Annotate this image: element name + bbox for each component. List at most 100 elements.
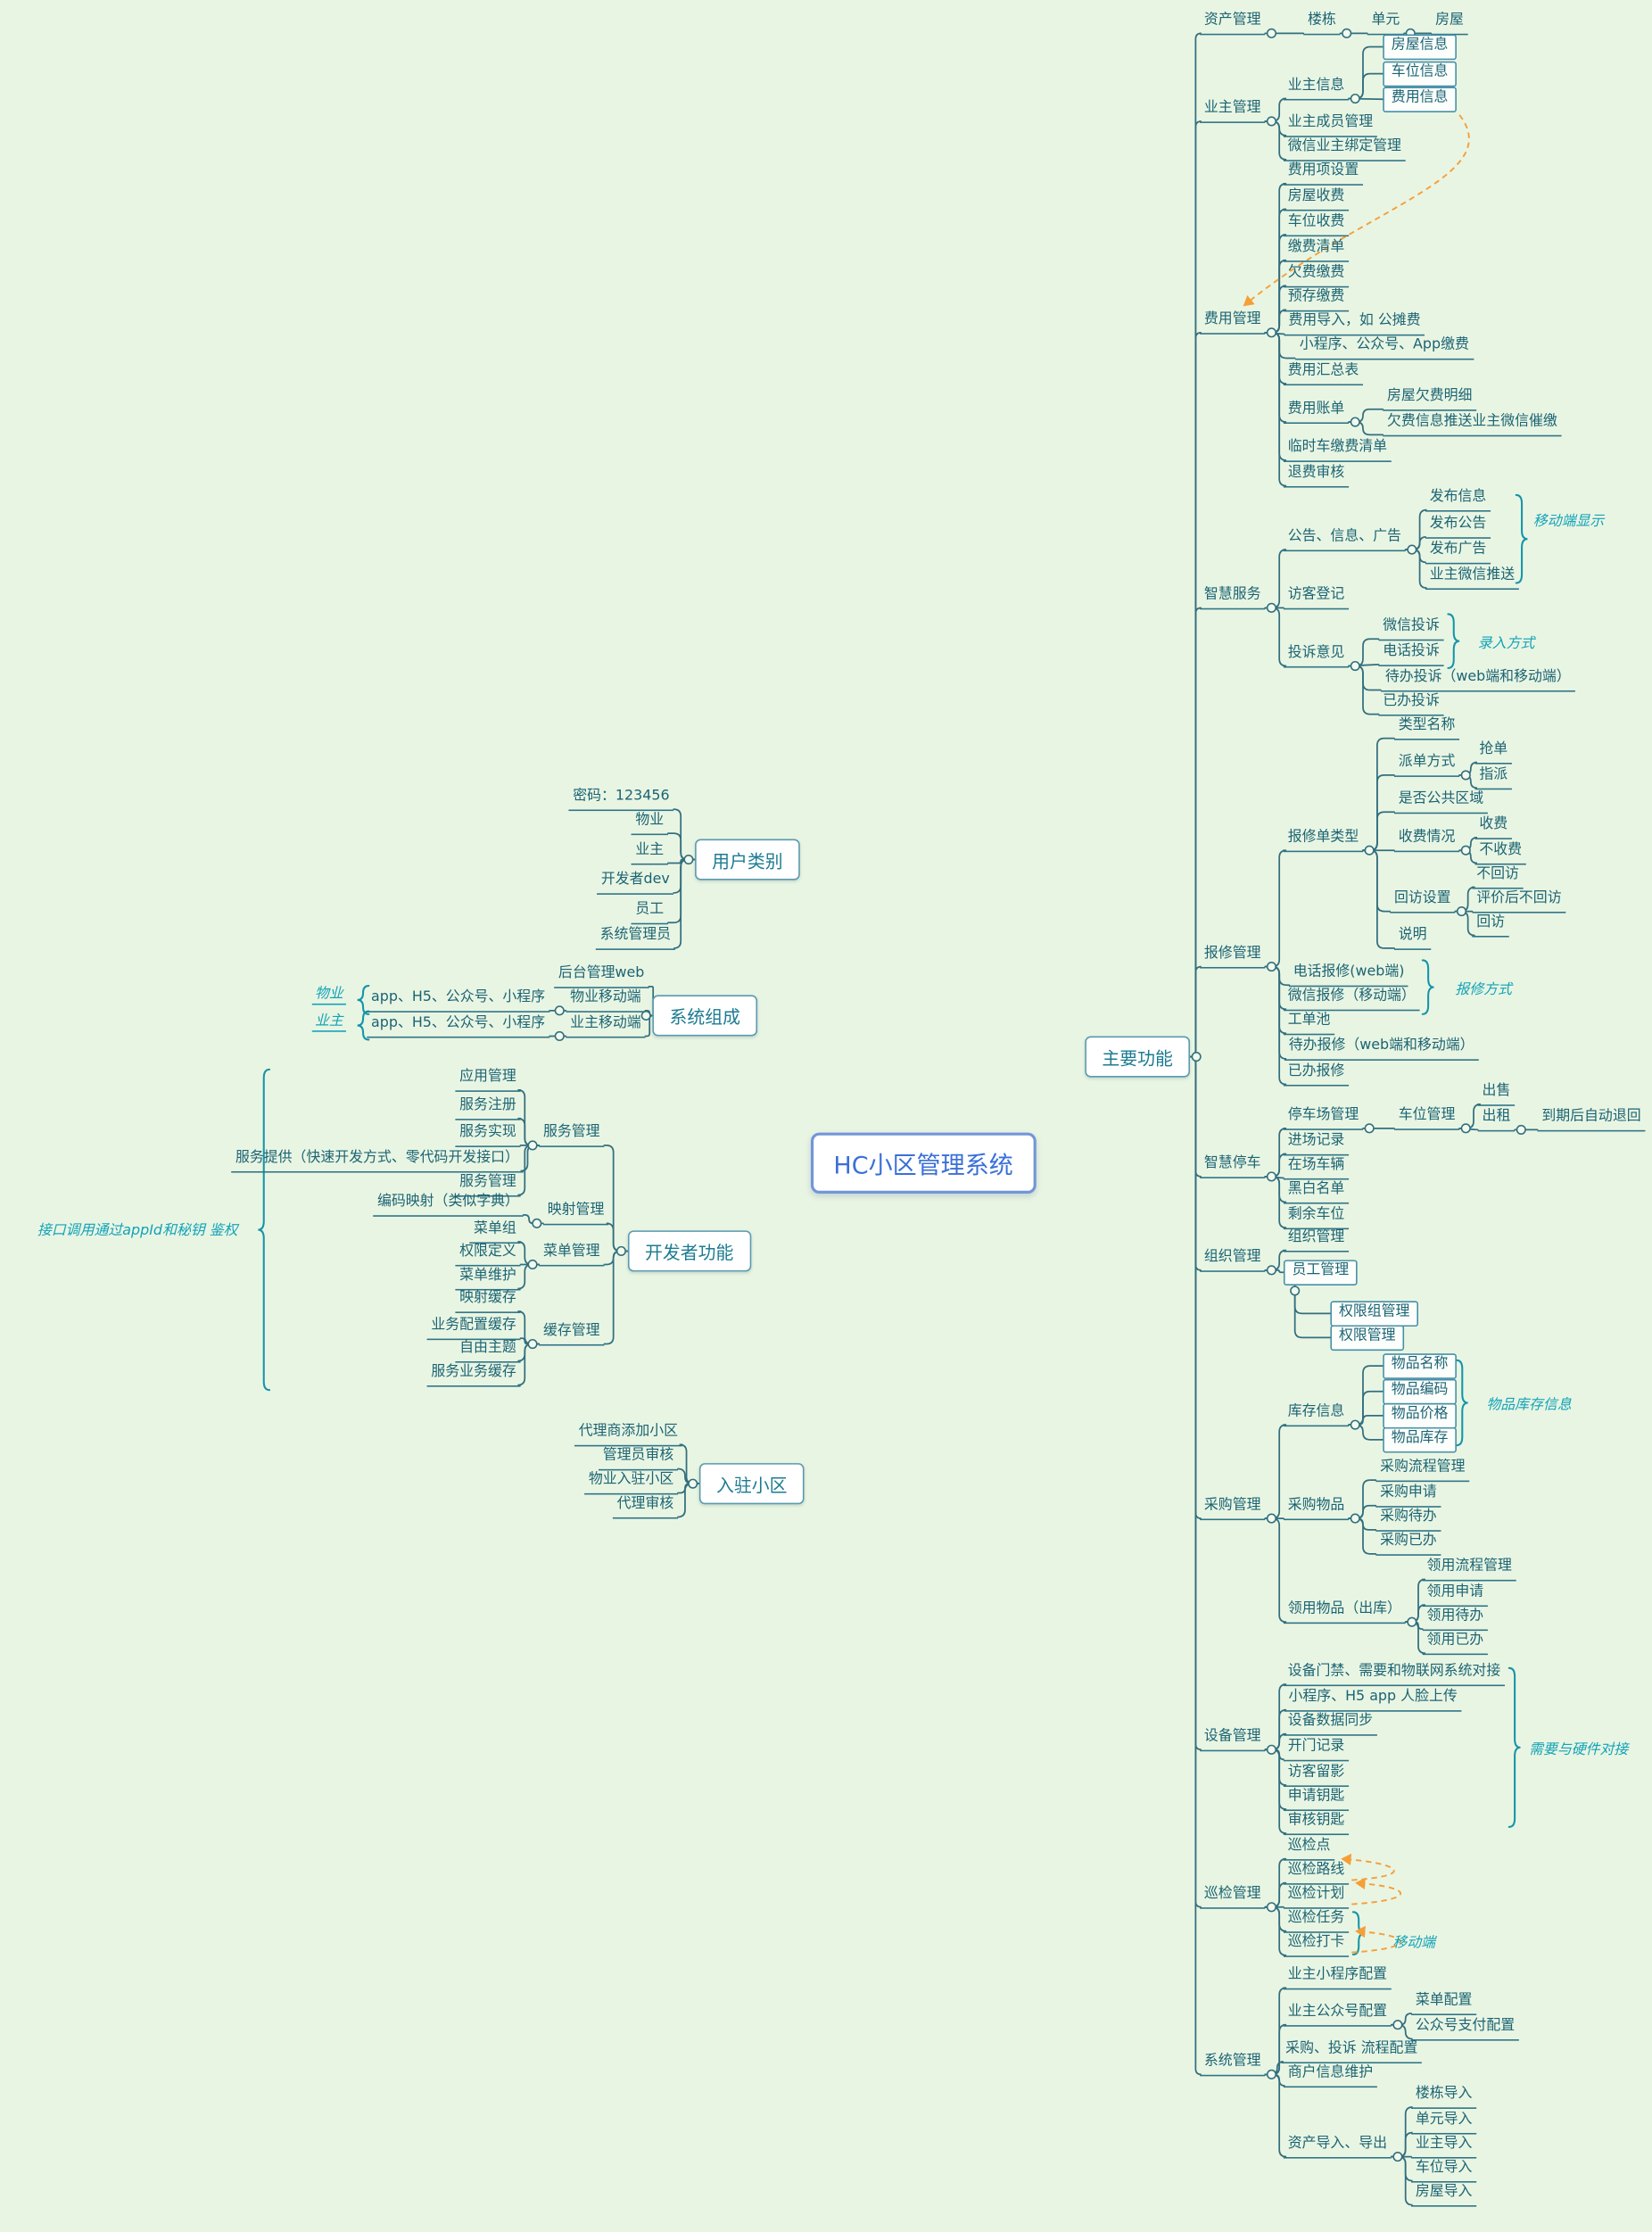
node-rdone[interactable]: 领用已办 [1422,1631,1488,1655]
node-complaint[interactable]: 投诉意见 [1283,643,1350,667]
node-svcbizcache[interactable]: 服务业务缓存 [426,1363,521,1386]
node-wxrepair[interactable]: 微信报修（移动端） [1283,987,1420,1011]
node-wechatbind[interactable]: 微信业主绑定管理 [1283,137,1406,161]
node-entryrec[interactable]: 进场记录 [1283,1131,1350,1155]
node-bimport[interactable]: 楼栋导入 [1411,2085,1477,2109]
node-settle[interactable]: 入驻小区 [698,1463,805,1505]
node-codemap[interactable]: 编码映射（类似字典） [373,1193,524,1217]
node-paylist[interactable]: 缴费清单 [1283,238,1350,261]
node-repair[interactable]: 报修管理 [1200,945,1266,968]
node-visitorphoto[interactable]: 访客留影 [1283,1763,1350,1787]
node-svcmgmt2[interactable]: 服务管理 [455,1173,521,1196]
node-instask[interactable]: 巡检任务 [1283,1909,1350,1932]
node-assign[interactable]: 指派 [1474,765,1512,789]
node-ownermember[interactable]: 业主成员管理 [1283,113,1377,137]
node-insplan[interactable]: 巡检计划 [1283,1885,1350,1908]
node-telcomplaint[interactable]: 电话投诉 [1378,642,1444,666]
node-u-wuye[interactable]: 物业 [631,811,668,835]
node-donerepair[interactable]: 已办报修 [1283,1062,1350,1086]
node-nocharge[interactable]: 不收费 [1474,840,1526,864]
node-feeimport[interactable]: 费用导入，如 公摊费 [1284,311,1425,335]
node-dev[interactable]: 开发者功能 [627,1230,751,1272]
node-mainfunc[interactable]: 主要功能 [1085,1036,1191,1078]
node-pdone[interactable]: 采购已办 [1375,1532,1441,1556]
node-auditkey[interactable]: 审核钥匙 [1283,1811,1350,1835]
node-houseinfo[interactable]: 房屋信息 [1383,34,1457,60]
node-tempcar[interactable]: 临时车缴费清单 [1283,438,1392,462]
node-payconf[interactable]: 公众号支付配置 [1411,2017,1519,2040]
node-visitorreg[interactable]: 访客登记 [1283,585,1350,609]
node-parkfee[interactable]: 车位收费 [1283,212,1350,236]
node-inscheck[interactable]: 巡检打卡 [1283,1933,1350,1957]
node-chargestat[interactable]: 收费情况 [1393,828,1460,852]
node-rapply[interactable]: 领用申请 [1422,1583,1488,1607]
node-faceupload[interactable]: 小程序、H5 app 人脸上传 [1284,1688,1462,1711]
node-mapmgmt[interactable]: 映射管理 [542,1201,609,1225]
node-u-yezhu[interactable]: 业主 [631,840,668,864]
node-datasync[interactable]: 设备数据同步 [1283,1712,1377,1735]
node-todorepair[interactable]: 待办报修（web端和移动端） [1284,1037,1479,1061]
node-orgmgmt[interactable]: 组织管理 [1283,1228,1350,1252]
node-blackwhite[interactable]: 黑白名单 [1283,1179,1350,1203]
node-inspoint[interactable]: 巡检点 [1283,1837,1335,1860]
node-backweb[interactable]: 后台管理web [554,964,649,988]
node-inventory[interactable]: 库存信息 [1283,1402,1350,1426]
node-appmgmt[interactable]: 应用管理 [455,1068,521,1092]
node-remainspace[interactable]: 剩余车位 [1283,1205,1350,1229]
node-announce[interactable]: 公告、信息、广告 [1283,527,1406,551]
node-grab[interactable]: 抢单 [1474,740,1512,764]
node-org[interactable]: 组织管理 [1200,1248,1266,1272]
node-bizcache[interactable]: 业务配置缓存 [426,1316,521,1340]
node-telrepair[interactable]: 电话报修(web端) [1288,963,1409,987]
node-smartpark[interactable]: 智慧停车 [1200,1154,1266,1178]
node-svcprov[interactable]: 服务提供（快速开发方式、零代码开发接口） [231,1149,524,1172]
node-staffmgmt[interactable]: 员工管理 [1283,1260,1358,1285]
node-typename[interactable]: 类型名称 [1393,716,1460,740]
node-permdef[interactable]: 权限定义 [455,1242,521,1266]
node-permmgmt[interactable]: 权限管理 [1330,1325,1405,1351]
node-users[interactable]: 用户类别 [695,839,800,880]
node-sysmgmt[interactable]: 系统管理 [1200,2052,1266,2076]
node-housefee[interactable]: 房屋收费 [1283,186,1350,211]
node-feeinfo[interactable]: 费用信息 [1383,87,1457,112]
node-menumgmt[interactable]: 菜单管理 [539,1242,605,1266]
node-wuyemobile[interactable]: 物业移动端 [566,988,646,1013]
node-ticketpool[interactable]: 工单池 [1283,1011,1335,1035]
node-purchaseitem[interactable]: 采购物品 [1283,1496,1350,1520]
node-ptodo[interactable]: 采购待办 [1375,1508,1441,1532]
node-papply[interactable]: 采购申请 [1375,1484,1441,1507]
node-uimport[interactable]: 单元导入 [1411,2111,1477,2134]
node-itemstock[interactable]: 物品库存 [1383,1426,1457,1452]
node-dorevisit[interactable]: 回访 [1472,913,1509,937]
node-oimport[interactable]: 业主导入 [1411,2135,1477,2158]
node-unit[interactable]: 单元 [1367,11,1405,35]
node-autoreturn[interactable]: 到期后自动退回 [1537,1107,1646,1131]
node-system[interactable]: 系统组成 [652,995,758,1037]
node-rtodo[interactable]: 领用待办 [1422,1607,1488,1631]
node-arrearspay[interactable]: 欠费缴费 [1283,263,1350,287]
node-evalnorevisit[interactable]: 评价后不回访 [1472,889,1566,913]
node-itemcode[interactable]: 物品编码 [1383,1378,1457,1404]
node-requisition[interactable]: 领用物品（出库） [1283,1600,1406,1624]
node-root[interactable]: HC小区管理系统 [810,1132,1037,1194]
node-inspection[interactable]: 巡检管理 [1200,1885,1266,1908]
node-feebill[interactable]: 费用账单 [1283,400,1350,424]
node-freetheme[interactable]: 自由主题 [455,1339,521,1362]
node-ownerinfo[interactable]: 业主信息 [1283,76,1350,100]
node-house[interactable]: 房屋 [1431,11,1468,35]
node-doordevice[interactable]: 设备门禁、需要和物联网系统对接 [1283,1662,1505,1686]
node-rflow[interactable]: 领用流程管理 [1422,1557,1516,1581]
node-u-dev[interactable]: 开发者dev [597,871,674,895]
node-norevisit[interactable]: 不回访 [1472,865,1524,889]
node-wxcomplaint[interactable]: 微信投诉 [1378,616,1444,641]
node-menugroup[interactable]: 菜单组 [469,1219,521,1244]
node-parkspace[interactable]: 车位管理 [1393,1106,1460,1130]
node-u-staff[interactable]: 员工 [631,900,668,924]
node-app2[interactable]: app、H5、公众号、小程序 [367,1013,549,1037]
node-publicarea[interactable]: 是否公共区域 [1393,789,1488,814]
node-mapcache[interactable]: 映射缓存 [455,1289,521,1313]
node-instruction[interactable]: 说明 [1393,926,1432,950]
node-device[interactable]: 设备管理 [1200,1727,1266,1751]
node-sell[interactable]: 出售 [1477,1082,1516,1106]
node-feesummary[interactable]: 费用汇总表 [1283,361,1363,385]
